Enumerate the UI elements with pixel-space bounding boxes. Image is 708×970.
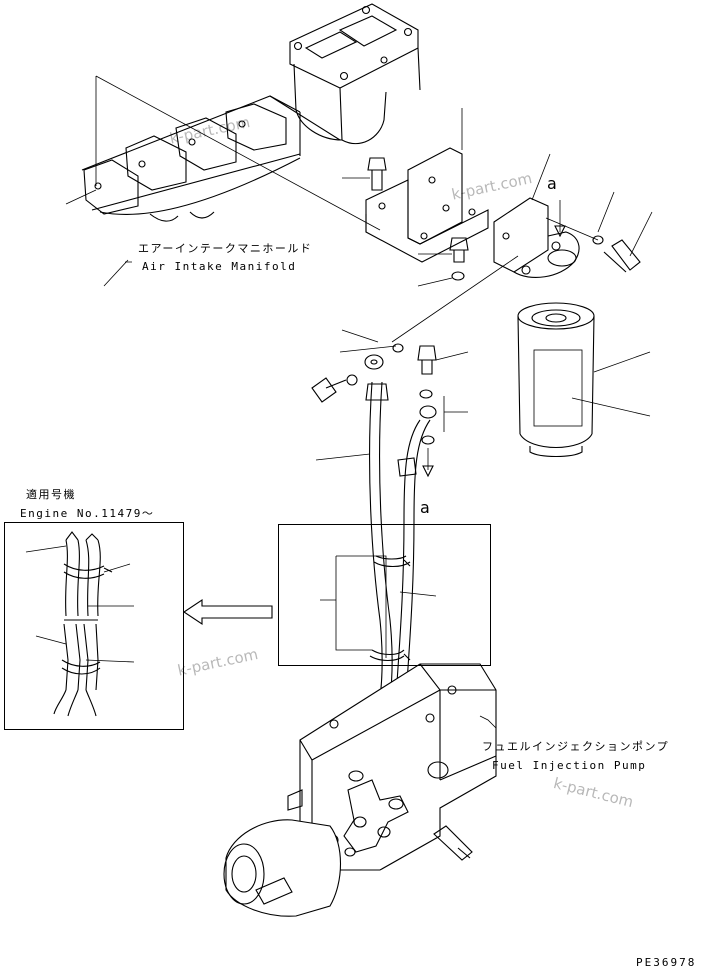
inset-clamp-detail [25,531,135,717]
air-intake-manifold [65,3,421,287]
air-intake-manifold-label-en: Air Intake Manifold [142,260,297,273]
clamp-detail-box [278,524,491,666]
fuel-injection-pump-label-en: Fuel Injection Pump [492,759,647,772]
mount-bolt [417,237,469,287]
callout-a-mid: a [420,498,430,517]
hose-banjo-fittings [311,255,519,445]
inset-detail-box [4,522,184,730]
engine-number-label: Engine No.11479～ [20,507,155,520]
detail-pointer-arrow [183,598,273,626]
fuel-filter-cartridge [517,302,651,458]
fuel-injection-pump [223,663,497,917]
filter-head [493,153,580,278]
filter-bracket [365,108,489,263]
callout-a-top: a [547,174,557,193]
bracket-bolt [342,157,387,191]
fuel-injection-pump-label-jp: フュエルインジェクションポンプ [482,740,670,753]
clamp-detail [320,555,437,662]
air-intake-manifold-label-jp: エアーインテークマニホールド [138,242,313,255]
applicable-model-label: 適用号機 [26,488,76,501]
drawing-code: PE36978 [636,956,697,969]
head-bolt [592,191,653,273]
